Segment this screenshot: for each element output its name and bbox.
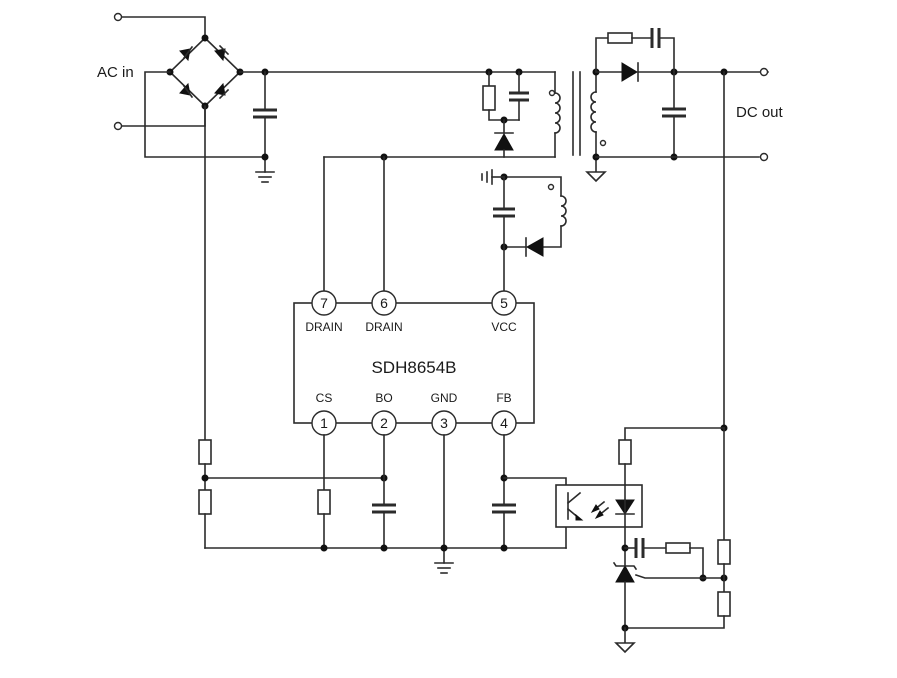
bridge-diode-3 — [179, 82, 194, 99]
snubber-diode — [494, 132, 514, 151]
ic-pin-7: 7 DRAIN — [305, 290, 343, 334]
transformer-core — [572, 71, 581, 156]
dc-output-terminal-negative — [759, 152, 769, 162]
current-sense-resistor — [317, 434, 331, 549]
dc-output: DC out — [595, 67, 784, 162]
dc-out-label: DC out — [736, 104, 784, 121]
ac-in-label: AC in — [97, 64, 134, 81]
ground-symbol-secondary-feedback — [614, 642, 636, 654]
pin-name: DRAIN — [365, 320, 402, 334]
ic-pin-5: 5 VCC — [491, 290, 517, 334]
pin-name: CS — [316, 391, 333, 405]
ic-pin-2: 2 BO — [371, 391, 397, 436]
ac-input-section: AC in — [97, 12, 206, 131]
opto-light-arrows — [590, 500, 610, 520]
dc-output-terminal-positive — [759, 67, 769, 77]
gnd-connection — [434, 434, 454, 574]
ic-sdh8654b: SDH8654B 7 DRAIN 6 DRAIN 5 VCC 1 CS 2 BO — [293, 290, 535, 436]
output-diode — [621, 62, 638, 82]
divider-resistor-bottom — [717, 591, 731, 617]
pin-number: 6 — [380, 295, 388, 311]
ground-symbol-aux — [481, 169, 505, 185]
bridge-diode-4 — [214, 82, 230, 100]
transformer-secondary — [590, 68, 607, 173]
vcc-diode — [525, 237, 544, 257]
led-bias-resistor — [618, 439, 632, 465]
pin-number: 2 — [380, 415, 388, 431]
vcc-capacitor — [493, 176, 515, 292]
bulk-capacitor — [253, 68, 277, 173]
optocoupler — [555, 484, 643, 528]
compensation-resistor — [665, 542, 691, 554]
rcd-snubber — [482, 68, 529, 158]
feedback-network — [612, 71, 731, 644]
ic-name: SDH8654B — [371, 358, 456, 377]
ic-pin-1: 1 CS — [311, 391, 337, 436]
secondary-snubber-resistor — [607, 32, 633, 44]
brownout-resistor-bottom — [198, 489, 212, 515]
ic-pin-3: 3 GND — [431, 391, 458, 436]
bridge-diode-2 — [214, 44, 230, 62]
output-rectifier — [595, 28, 769, 82]
pin-number: 3 — [440, 415, 448, 431]
shunt-regulator — [615, 564, 635, 583]
ic-body — [293, 302, 535, 424]
output-capacitor — [662, 71, 686, 161]
pin-name: VCC — [491, 320, 517, 334]
brownout-resistor-top — [198, 439, 212, 465]
divider-resistor-top — [717, 539, 731, 565]
ac-input-terminal-bottom — [113, 121, 123, 131]
pin-name: FB — [496, 391, 511, 405]
pin-name: DRAIN — [305, 320, 342, 334]
ground-symbol-bulk — [255, 171, 275, 183]
fb-capacitor — [492, 434, 567, 549]
bridge-diode-1 — [179, 45, 194, 62]
pin-number: 1 — [320, 415, 328, 431]
pin-name: BO — [375, 391, 392, 405]
pin-number: 5 — [500, 295, 508, 311]
ground-symbol-secondary — [585, 171, 607, 183]
pin-name: GND — [431, 391, 458, 405]
transformer-primary — [323, 71, 561, 161]
primary-ground-rail — [204, 526, 567, 552]
bo-capacitor — [372, 434, 396, 549]
brownout-divider — [198, 105, 388, 549]
pin-number: 4 — [500, 415, 508, 431]
pin-number: 7 — [320, 295, 328, 311]
ac-input-terminal-top — [113, 12, 123, 22]
snubber-resistor — [482, 85, 496, 111]
ic-pin-6: 6 DRAIN — [365, 290, 403, 334]
